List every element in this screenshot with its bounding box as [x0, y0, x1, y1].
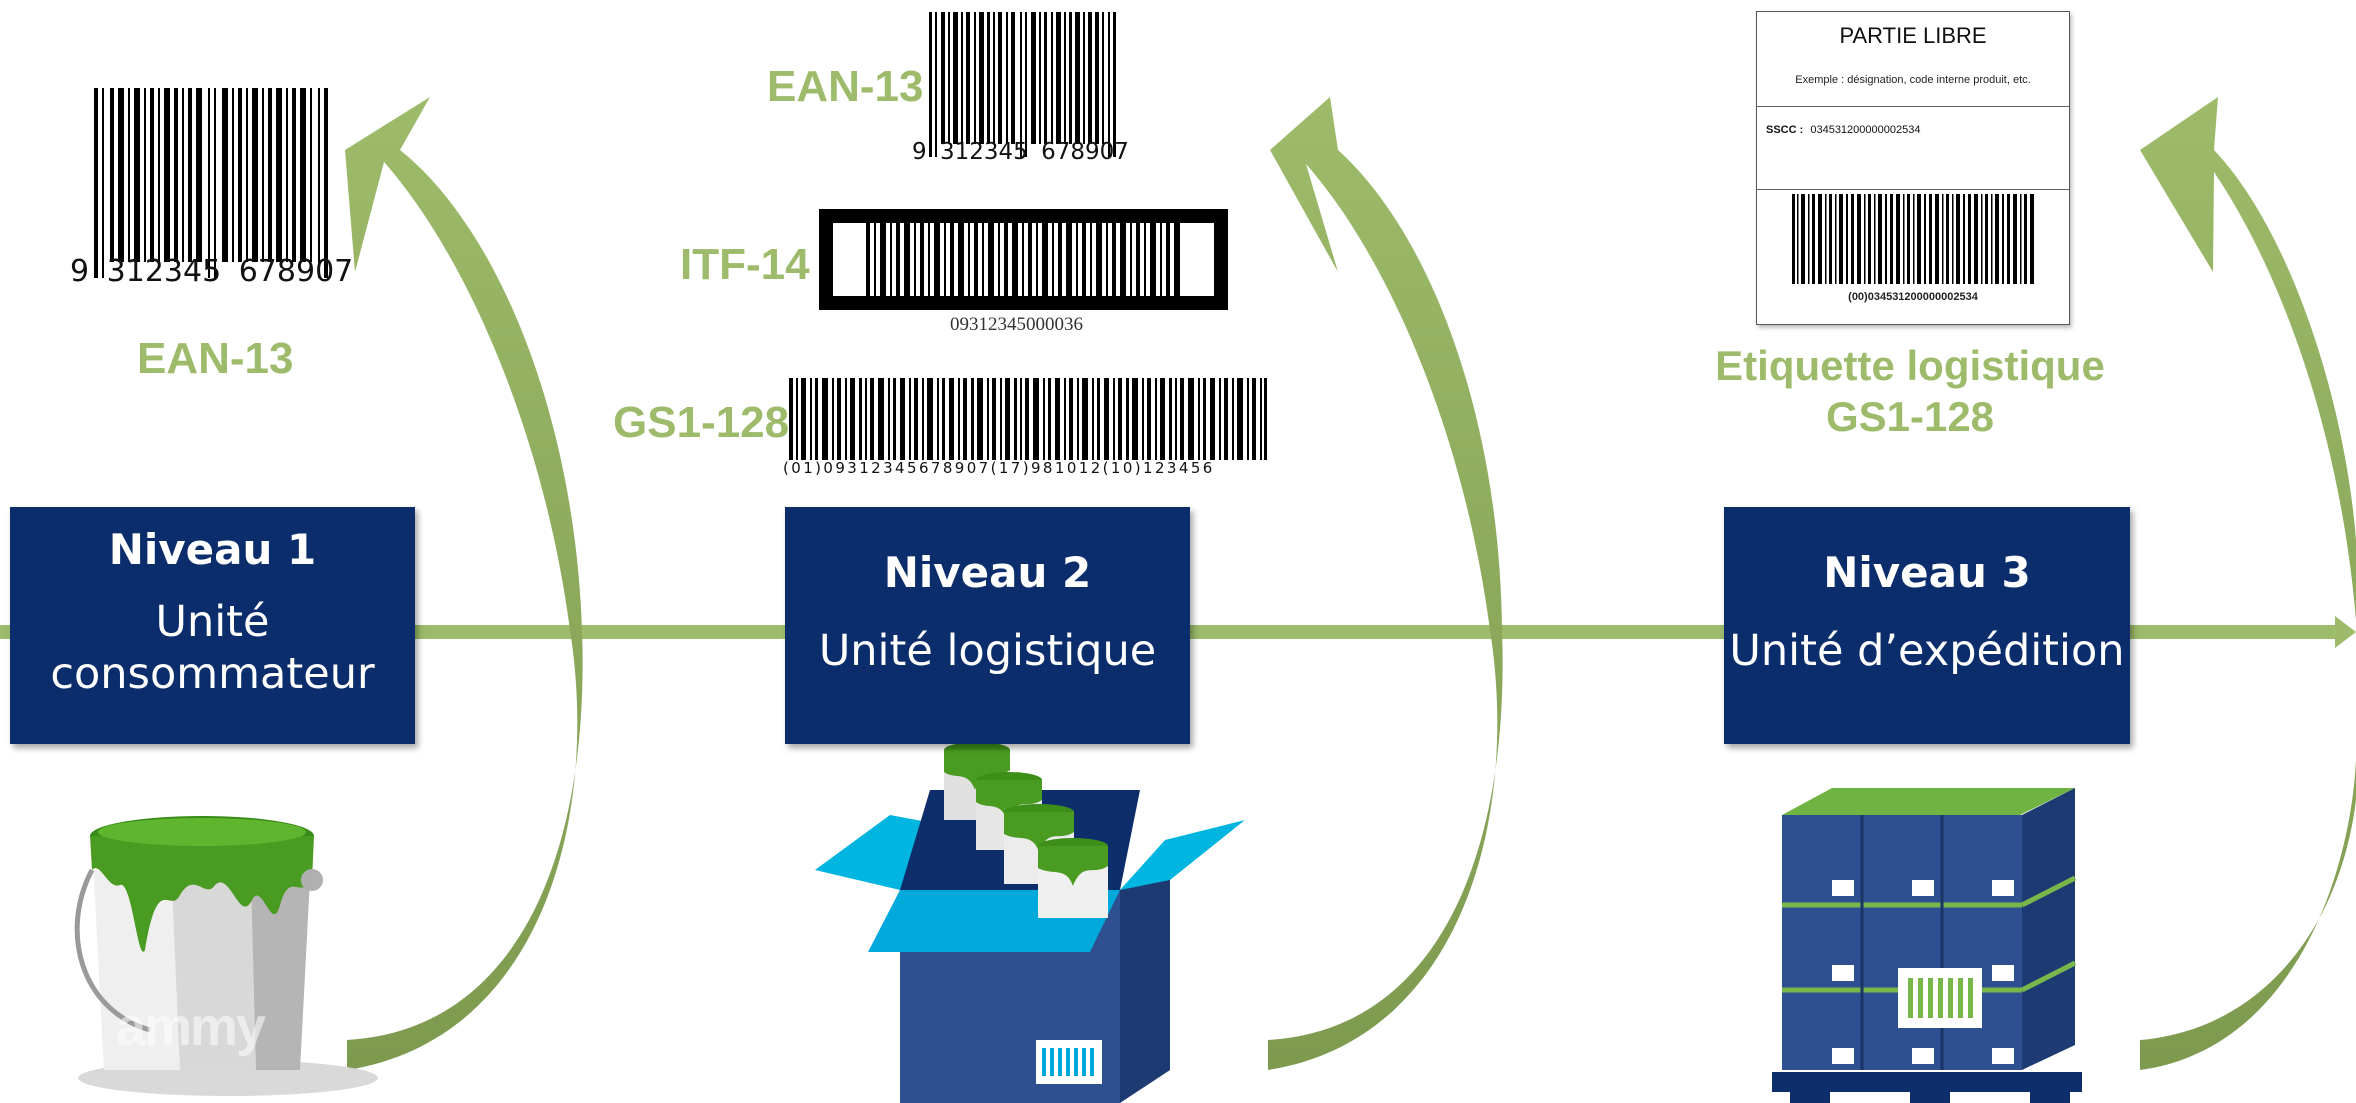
ean13-digits-level2: 9 312345 678907: [912, 139, 1129, 165]
logistic-label-divider-1: [1757, 106, 2069, 107]
niveau-2-subtitle: Unité logistique: [818, 626, 1157, 676]
ean13-left-digits: 312345: [106, 254, 222, 289]
sscc-key: SSCC :: [1766, 124, 1804, 136]
logistic-label-header: PARTIE LIBRE: [1839, 23, 1987, 48]
ean13-barcode-level2: [929, 12, 1116, 157]
itf14-label: ITF-14: [680, 240, 810, 289]
logistic-label-example: Exemple : désignation, code interne prod…: [1795, 74, 2031, 86]
sscc-barcode: [1792, 194, 2034, 284]
ean13-lead-digit: 9: [70, 254, 90, 289]
ean13-left-digits: 312345: [939, 139, 1028, 165]
logistic-label-title: Etiquette logistique GS1-128: [1715, 340, 2105, 442]
logistic-label-title-line1: Etiquette logistique: [1715, 342, 2105, 389]
logistic-label-title-line2: GS1-128: [1825, 393, 1995, 440]
flow-arrow-head: [2335, 616, 2356, 648]
logistic-label-divider-2: [1757, 189, 2069, 190]
paint-bucket-icon: [74, 816, 378, 1096]
curved-arrow-2: [1268, 97, 1503, 1070]
gs1-128-label: GS1-128: [613, 398, 790, 447]
ean13-barcode-level1: [94, 88, 328, 278]
logistic-label-card: PARTIE LIBRE Exemple : désignation, code…: [1756, 11, 2070, 325]
box-with-buckets-icon: [815, 742, 1245, 1103]
niveau-1-box: Niveau 1 Unité consommateur: [10, 507, 415, 744]
curved-arrow-1: [345, 97, 583, 1070]
ean13-digits-level1: 9 312345 678907: [70, 254, 353, 289]
niveau-1-subtitle-line1: Unité: [155, 597, 270, 647]
ean13-label-level2: EAN-13: [767, 62, 924, 111]
niveau-3-subtitle: Unité d’expédition: [1729, 626, 2125, 676]
ean13-right-digits: 678907: [238, 254, 354, 289]
sscc-barcode-text: (00)034531200000002534: [1848, 291, 1978, 303]
gs1-128-digits: (01)09312345678907(17)981012(10)123456: [783, 459, 1215, 477]
gs1-128-barcode: [789, 378, 1267, 460]
niveau-3-box: Niveau 3 Unité d’expédition: [1724, 507, 2130, 744]
ean13-lead-digit: 9: [912, 139, 927, 165]
niveau-2-title: Niveau 2: [883, 548, 1092, 597]
logistic-label-sscc-row: SSCC : 034531200000002534: [1766, 124, 1920, 136]
niveau-1-title: Niveau 1: [108, 525, 317, 574]
niveau-2-box: Niveau 2 Unité logistique: [785, 507, 1190, 744]
niveau-1-subtitle-line2: consommateur: [50, 649, 375, 699]
pallet-icon: [1772, 788, 2082, 1103]
niveau-3-title: Niveau 3: [1823, 548, 2031, 597]
curved-arrow-3: [2140, 97, 2356, 1070]
bucket-brand-logo: ammy: [116, 997, 266, 1057]
ean13-label-level1: EAN-13: [137, 334, 294, 383]
itf14-barcode: [819, 209, 1228, 310]
sscc-value: 034531200000002534: [1810, 124, 1921, 136]
ean13-right-digits: 678907: [1041, 139, 1129, 165]
itf14-digits: 09312345000036: [950, 314, 1083, 335]
